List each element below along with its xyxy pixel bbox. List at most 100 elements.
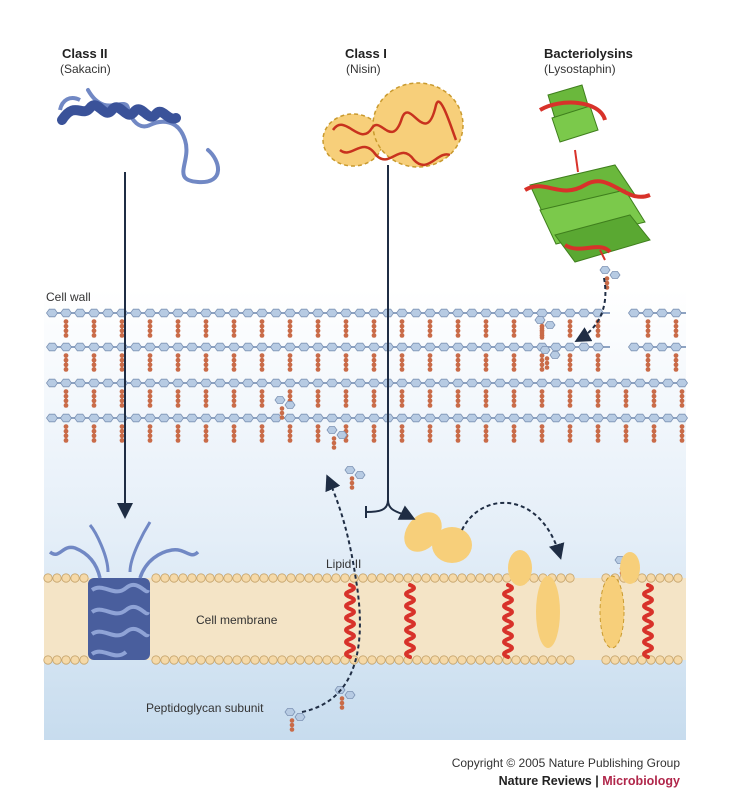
lipid-head: [439, 655, 449, 665]
lipid-head: [358, 655, 368, 665]
peptide-bead: [567, 328, 573, 334]
sugar-unit: [74, 413, 86, 423]
sugar-unit: [354, 413, 366, 423]
peptide-bead: [331, 445, 337, 450]
peptide-bead: [315, 357, 321, 363]
peptide-bead: [567, 428, 573, 434]
peptide-bead: [427, 428, 433, 434]
peptide-bead: [595, 424, 601, 429]
peptide-bead: [399, 393, 405, 399]
peptide-bead: [427, 433, 433, 439]
peptide-bead: [315, 333, 321, 338]
peptide-bead: [371, 362, 377, 368]
peptide-bead: [63, 362, 69, 368]
sugar-unit: [312, 413, 324, 423]
peptide-bead: [455, 357, 461, 363]
peptide-bead: [427, 389, 433, 394]
lipid-head: [484, 655, 494, 665]
peptide-bead: [287, 362, 293, 368]
peptide-bead: [287, 428, 293, 434]
peptide-bead: [147, 367, 153, 372]
peptidoglycan-fragment: [539, 346, 561, 370]
peptide-bead: [289, 718, 295, 723]
lipid-head: [412, 573, 422, 583]
sugar-unit: [634, 413, 646, 423]
sugar-unit: [74, 342, 86, 352]
lipid-head: [169, 573, 179, 583]
peptide-bead: [511, 389, 517, 394]
peptide-bead: [371, 353, 377, 358]
peptide-bead: [259, 438, 265, 443]
lipid-head: [196, 573, 206, 583]
peptide-bead: [279, 415, 285, 420]
peptide-bead: [343, 389, 349, 394]
peptidoglycan-fragment: [334, 686, 356, 710]
peptide-bead: [119, 353, 125, 358]
sugar-unit: [656, 342, 668, 352]
peptide-bead: [203, 357, 209, 363]
peptide-bead: [539, 403, 545, 408]
peptide-bead: [231, 328, 237, 334]
lipid-head: [205, 573, 215, 583]
sugar-unit: [60, 378, 72, 388]
sugar-unit: [186, 342, 198, 352]
sugar-unit: [452, 308, 464, 318]
peptide-bead: [91, 367, 97, 372]
peptide-bead: [91, 393, 97, 399]
lipid-head: [421, 573, 431, 583]
sugar-unit: [578, 342, 590, 352]
sugar-unit: [158, 378, 170, 388]
sugar-unit: [634, 378, 646, 388]
sugar-unit: [242, 378, 254, 388]
peptide-bead: [455, 362, 461, 368]
peptide-bead: [343, 333, 349, 338]
peptide-bead: [231, 438, 237, 443]
peptide-bead: [259, 424, 265, 429]
lipid-head: [259, 573, 269, 583]
sugar-unit: [74, 308, 86, 318]
peptide-bead: [427, 357, 433, 363]
peptide-bead: [259, 428, 265, 434]
peptide-bead: [175, 438, 181, 443]
peptide-bead: [343, 357, 349, 363]
sugar-unit: [466, 413, 478, 423]
peptide-bead: [595, 357, 601, 363]
sugar-unit: [340, 378, 352, 388]
peptide-bead: [287, 424, 293, 429]
peptide-bead: [203, 438, 209, 443]
lipid-head: [430, 655, 440, 665]
sugar-unit: [539, 346, 551, 354]
alpha-helix: [404, 583, 416, 659]
sugar-unit: [46, 378, 58, 388]
lipid-head: [259, 655, 269, 665]
lipid-head: [43, 655, 53, 665]
peptide-bead: [279, 406, 285, 411]
sugar-unit: [312, 308, 324, 318]
sugar-unit: [326, 342, 338, 352]
sugar-unit: [438, 378, 450, 388]
sugar-unit: [592, 413, 604, 423]
lipid-head: [79, 655, 89, 665]
peptide-bead: [673, 367, 679, 372]
lipid-head: [331, 655, 341, 665]
peptidoglycan-subunit-label: Peptidoglycan subunit: [146, 701, 264, 715]
peptide-bead: [645, 357, 651, 363]
peptide-bead: [91, 438, 97, 443]
peptide-bead: [673, 353, 679, 358]
lipid-head: [565, 573, 575, 583]
journal-credit: Nature Reviews | Microbiology: [499, 774, 680, 788]
peptide-bead: [399, 353, 405, 358]
peptide-bead: [371, 333, 377, 338]
sugar-unit: [130, 308, 142, 318]
peptide-bead: [349, 476, 355, 481]
sugar-unit: [186, 378, 198, 388]
peptide-bead: [231, 353, 237, 358]
lipid-head: [466, 573, 476, 583]
sugar-unit: [522, 378, 534, 388]
peptide-bead: [483, 362, 489, 368]
peptide-bead: [673, 357, 679, 363]
peptide-bead: [287, 393, 293, 399]
peptide-bead: [623, 403, 629, 408]
peptide-bead: [147, 424, 153, 429]
peptide-bead: [679, 393, 685, 399]
